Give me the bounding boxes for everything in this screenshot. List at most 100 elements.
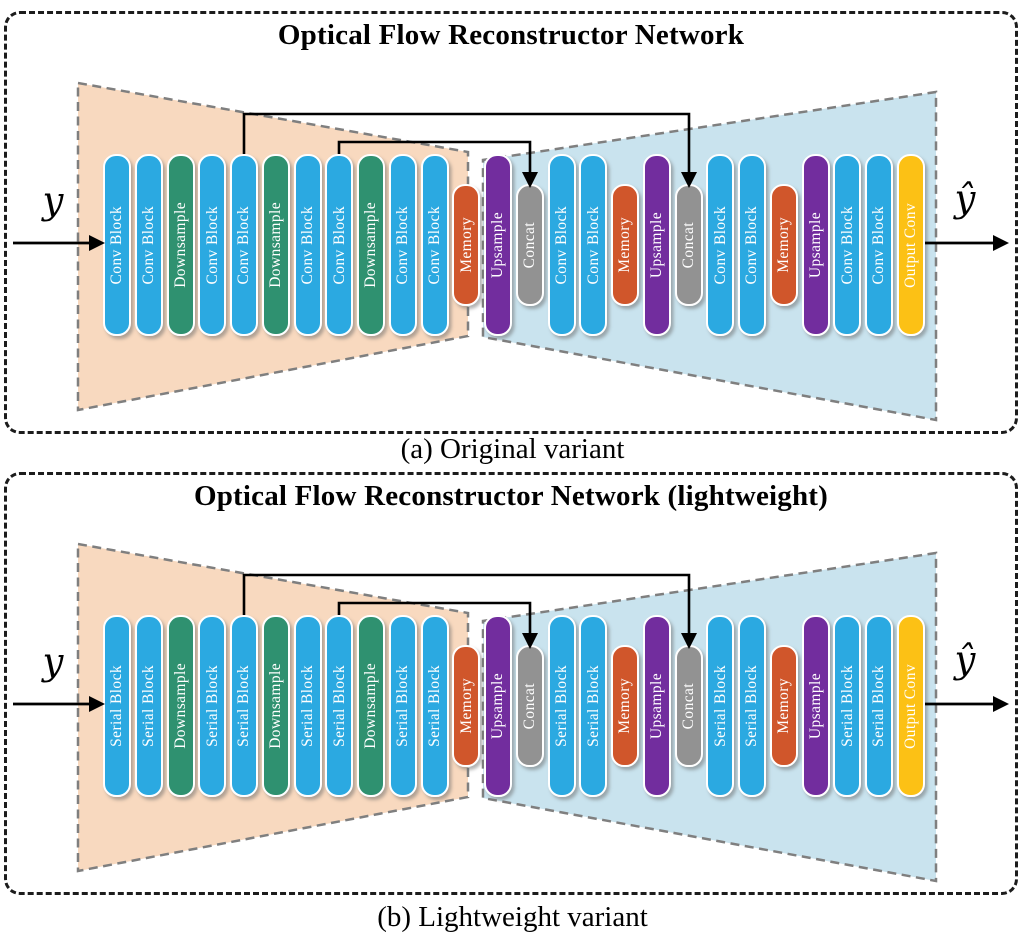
block-label: Downsample: [171, 202, 189, 288]
block-label: Serial Block: [203, 665, 221, 747]
block-label: Serial Block: [870, 665, 888, 747]
block-memory: Memory: [452, 184, 481, 306]
block-upsample: Upsample: [642, 615, 671, 797]
block-label: Upsample: [648, 211, 665, 279]
block-label: Upsample: [648, 672, 665, 740]
blocks-row: Conv Block Conv Block Downsample Conv Block…: [103, 154, 925, 336]
block-label: Concat: [521, 221, 538, 269]
block-upsample: Upsample: [642, 154, 671, 336]
block-label: Serial Block: [298, 665, 316, 747]
block-serial: Serial Block: [579, 615, 608, 797]
block-label: Memory: [457, 217, 475, 273]
block-upsample: Upsample: [484, 615, 512, 797]
block-label: Serial Block: [711, 665, 729, 747]
block-serial: Serial Block: [293, 615, 322, 797]
block-conv: Conv Block: [738, 154, 766, 336]
block-conv: Conv Block: [547, 154, 576, 336]
panel-original: Optical Flow Reconstructor Network Conv …: [4, 11, 1018, 434]
block-label: Downsample: [267, 202, 284, 288]
block-label: Conv Block: [552, 205, 570, 285]
block-output: Output Conv: [896, 615, 925, 797]
block-label: Conv Block: [394, 205, 411, 285]
block-conv: Conv Block: [325, 154, 354, 336]
block-conv: Conv Block: [388, 154, 417, 336]
block-serial: Serial Block: [388, 615, 417, 797]
block-serial: Serial Block: [738, 615, 766, 797]
block-memory: Memory: [611, 184, 639, 306]
block-serial: Serial Block: [325, 615, 354, 797]
block-conv: Conv Block: [579, 154, 608, 336]
block-label: Upsample: [489, 211, 507, 279]
block-label: Output Conv: [902, 663, 919, 749]
block-label: Downsample: [267, 663, 284, 749]
block-serial: Serial Block: [134, 615, 163, 797]
block-label: Downsample: [362, 663, 380, 749]
panel-title: Optical Flow Reconstructor Network: [277, 19, 745, 51]
block-label: Conv Block: [298, 205, 316, 285]
caption-original: (a) Original variant: [400, 433, 625, 465]
block-downsample: Downsample: [166, 154, 195, 336]
block-concat: Concat: [515, 184, 544, 306]
block-downsample: Downsample: [166, 615, 195, 797]
block-label: Serial Block: [394, 665, 411, 747]
block-downsample: Downsample: [261, 615, 290, 797]
block-label: Serial Block: [743, 665, 761, 747]
block-label: Conv Block: [235, 205, 253, 285]
block-label: Concat: [679, 682, 697, 730]
block-serial: Serial Block: [706, 615, 735, 797]
block-label: Serial Block: [425, 665, 443, 747]
block-memory: Memory: [769, 184, 798, 306]
output-label: ŷ: [954, 638, 976, 681]
block-serial: Serial Block: [103, 615, 131, 797]
block-concat: Concat: [674, 184, 703, 306]
block-conv: Conv Block: [833, 154, 862, 336]
block-concat: Concat: [515, 645, 544, 767]
block-label: Concat: [521, 682, 538, 730]
block-downsample: Downsample: [261, 154, 290, 336]
block-upsample: Upsample: [801, 615, 830, 797]
block-label: Conv Block: [711, 205, 729, 285]
input-label: y: [42, 640, 64, 683]
block-output: Output Conv: [896, 154, 925, 336]
block-serial: Serial Block: [833, 615, 862, 797]
block-conv: Conv Block: [420, 154, 449, 336]
block-label: Conv Block: [203, 205, 221, 285]
block-label: Memory: [775, 678, 792, 734]
block-label: Serial Block: [235, 665, 253, 747]
block-label: Upsample: [806, 672, 824, 740]
block-memory: Memory: [611, 645, 639, 767]
block-label: Upsample: [806, 211, 824, 279]
block-memory: Memory: [769, 645, 798, 767]
block-label: Output Conv: [902, 202, 919, 288]
block-conv: Conv Block: [293, 154, 322, 336]
block-label: Downsample: [171, 663, 189, 749]
block-label: Downsample: [362, 202, 380, 288]
block-label: Conv Block: [838, 205, 856, 285]
block-label: Concat: [679, 221, 697, 269]
input-label: y: [42, 179, 64, 222]
block-label: Upsample: [489, 672, 507, 740]
block-upsample: Upsample: [484, 154, 512, 336]
block-conv: Conv Block: [198, 154, 227, 336]
block-serial: Serial Block: [865, 615, 893, 797]
block-label: Serial Block: [108, 665, 126, 747]
block-upsample: Upsample: [801, 154, 830, 336]
block-label: Memory: [616, 678, 634, 734]
blocks-row: Serial Block Serial Block Downsample Serial…: [103, 615, 925, 797]
block-label: Serial Block: [838, 665, 856, 747]
block-conv: Conv Block: [865, 154, 893, 336]
block-serial: Serial Block: [420, 615, 449, 797]
block-serial: Serial Block: [198, 615, 227, 797]
block-conv: Conv Block: [706, 154, 735, 336]
block-label: Serial Block: [552, 665, 570, 747]
block-label: Serial Block: [584, 665, 602, 747]
block-label: Conv Block: [108, 205, 126, 285]
block-label: Memory: [775, 217, 792, 273]
block-label: Serial Block: [140, 665, 157, 747]
block-label: Memory: [616, 217, 634, 273]
block-conv: Conv Block: [103, 154, 131, 336]
panel-title: Optical Flow Reconstructor Network (ligh…: [193, 480, 829, 512]
caption-lightweight: (b) Lightweight variant: [377, 901, 648, 933]
block-serial: Serial Block: [547, 615, 576, 797]
block-conv: Conv Block: [230, 154, 258, 336]
